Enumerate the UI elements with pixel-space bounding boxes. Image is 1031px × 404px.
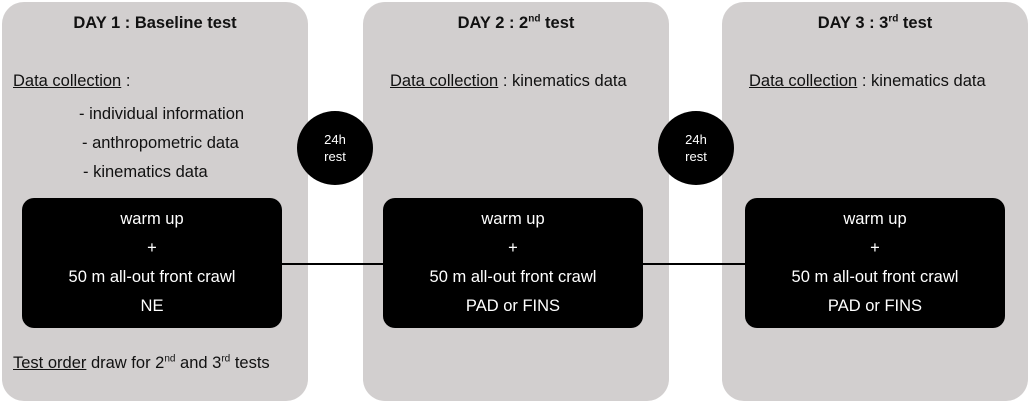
data-collection-text: : kinematics data <box>498 72 627 90</box>
day-2-protocol-box: warm up + 50 m all-out front crawl PAD o… <box>383 198 643 328</box>
data-collection-label: Data collection <box>390 72 499 90</box>
protocol-line: + <box>147 239 157 257</box>
data-collection-sep: : <box>121 72 131 90</box>
rest-label: rest <box>685 149 707 164</box>
day-2-title: DAY 2 : 2nd test <box>363 14 669 33</box>
rest-duration: 24h <box>685 132 707 147</box>
ordinal-suffix: nd <box>528 13 541 25</box>
title-text: test <box>898 14 933 32</box>
protocol-line: 50 m all-out front crawl <box>429 268 597 286</box>
test-order-text: tests <box>230 354 270 372</box>
data-item: - kinematics data <box>83 163 208 181</box>
day-1-data-collection: Data collection : <box>13 72 130 91</box>
day-1-data-list: - individual information - anthropometri… <box>79 100 244 187</box>
data-collection-text: : kinematics data <box>857 72 986 90</box>
data-collection-label: Data collection <box>13 72 122 90</box>
protocol-line: 50 m all-out front crawl <box>68 268 236 286</box>
ordinal-suffix: rd <box>221 353 231 365</box>
rest-label: rest <box>324 149 346 164</box>
connector-line <box>643 263 745 265</box>
protocol-line: + <box>508 239 518 257</box>
connector-line <box>282 263 383 265</box>
test-order-label: Test order <box>13 354 87 372</box>
protocol-line: + <box>870 239 880 257</box>
test-order-text: and 3 <box>175 354 222 372</box>
data-collection-label: Data collection <box>749 72 858 90</box>
protocol-line: PAD or FINS <box>465 297 561 315</box>
rest-circle-2: 24h rest <box>658 111 734 185</box>
day-3-protocol-box: warm up + 50 m all-out front crawl PAD o… <box>745 198 1005 328</box>
rest-circle-1: 24h rest <box>297 111 373 185</box>
title-text: test <box>540 14 575 32</box>
protocol-line: NE <box>140 297 164 315</box>
protocol-line: PAD or FINS <box>827 297 923 315</box>
day-2-data-collection: Data collection : kinematics data <box>390 72 627 91</box>
title-text: DAY 3 : 3 <box>817 14 889 32</box>
day-1-protocol-box: warm up + 50 m all-out front crawl NE <box>22 198 282 328</box>
day-3-title: DAY 3 : 3rd test <box>722 14 1028 33</box>
rest-duration: 24h <box>324 132 346 147</box>
day-1-title: DAY 1 : Baseline test <box>73 14 237 32</box>
data-item: - anthropometric data <box>82 134 239 152</box>
ordinal-suffix: rd <box>888 13 899 25</box>
protocol-line: warm up <box>843 210 907 228</box>
protocol-line: warm up <box>120 210 184 228</box>
protocol-line: warm up <box>481 210 545 228</box>
ordinal-suffix: nd <box>164 353 176 365</box>
test-order-note: Test order draw for 2nd and 3rd tests <box>13 354 270 373</box>
title-text: DAY 2 : 2 <box>457 14 529 32</box>
test-order-text: draw for 2 <box>86 354 165 372</box>
data-item: - individual information <box>79 105 245 123</box>
day-3-data-collection: Data collection : kinematics data <box>749 72 986 91</box>
protocol-line: 50 m all-out front crawl <box>791 268 959 286</box>
